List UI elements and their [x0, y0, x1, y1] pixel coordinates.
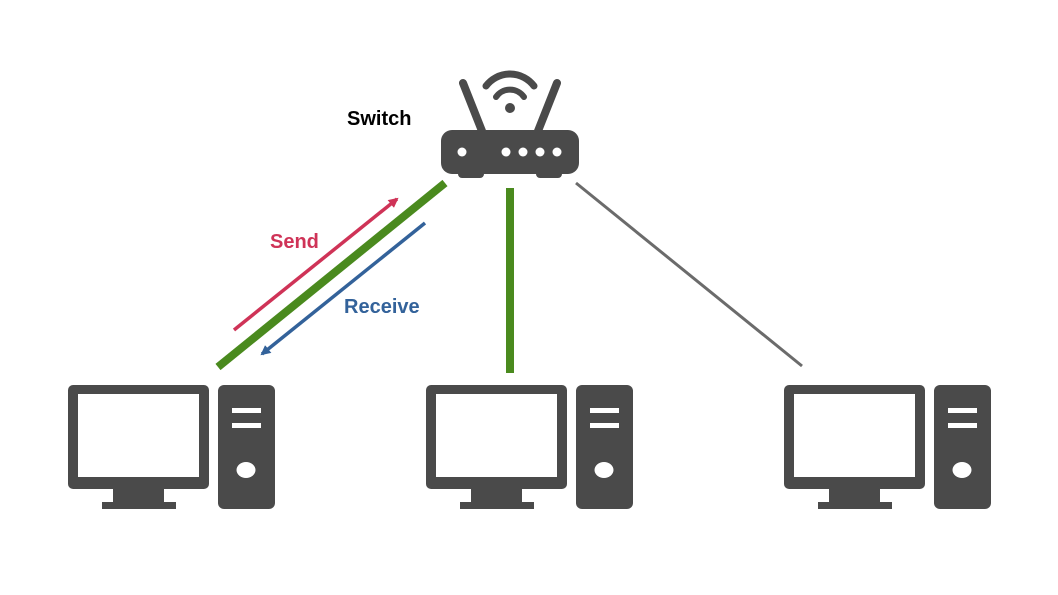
desktop-computer-icon	[784, 385, 991, 509]
send-arrow	[232, 197, 399, 332]
receive-label: Receive	[344, 296, 420, 318]
switch-label: Switch	[347, 108, 412, 130]
link-computer-3	[575, 181, 803, 368]
receive-arrow	[260, 221, 427, 356]
desktop-computer-icon	[68, 385, 275, 509]
computer-2	[426, 385, 633, 509]
wifi-router-icon	[441, 70, 579, 178]
send-label: Send	[270, 231, 319, 253]
computer-3	[784, 385, 991, 509]
computer-1	[68, 385, 275, 509]
desktop-computer-icon	[426, 385, 633, 509]
link-computer-1	[215, 179, 448, 371]
